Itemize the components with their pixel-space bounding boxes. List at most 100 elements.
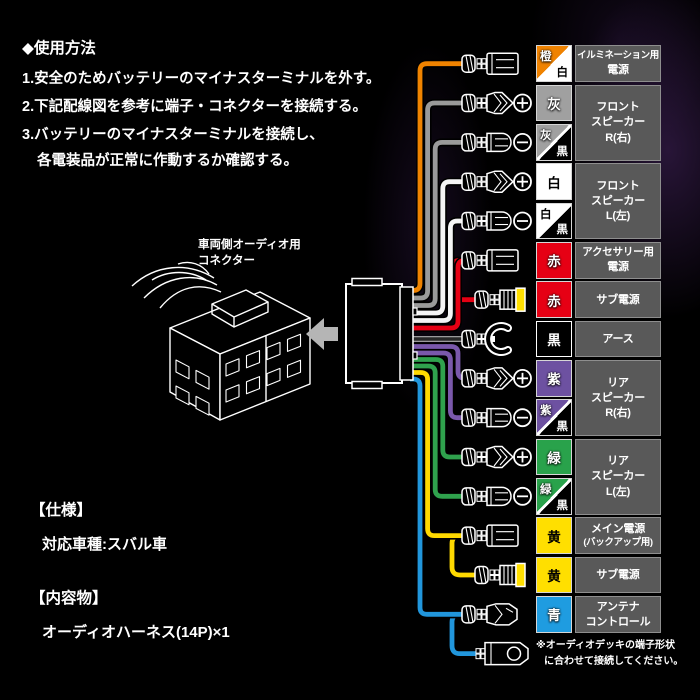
- wire: [410, 355, 466, 461]
- function-label-line: R(右): [605, 407, 631, 420]
- function-label: アンテナコントロール: [575, 596, 661, 633]
- polarity-minus-icon: [513, 211, 532, 231]
- wire-color-label: 紫: [540, 405, 552, 418]
- function-label: フロントスピーカー L(左): [575, 163, 661, 240]
- vehicle-connector-label-line2: コネクター: [198, 255, 256, 268]
- function-label-line: フロント: [596, 179, 640, 192]
- wire-color-label: 黒: [547, 332, 561, 348]
- usage-step-2: 2.下記配線図を参考に端子・コネクターを接続する。: [22, 99, 368, 115]
- connection-note: ※オーディオデッキの端子形状 に合わせて接続してください。: [536, 638, 683, 669]
- function-label-line: メイン電源: [591, 522, 645, 535]
- wire: [410, 59, 466, 295]
- function-label: サブ電源: [575, 281, 661, 318]
- function-label-line: アース: [602, 332, 634, 345]
- function-label-line: サブ電源: [596, 293, 640, 306]
- function-label-line: アクセサリー用: [582, 245, 654, 258]
- wire-blue: [410, 375, 466, 619]
- polarity-plus-icon: [513, 93, 532, 113]
- connection-note-line2: に合わせて接続してください。: [544, 655, 684, 667]
- wire-color-swatch: 黄: [536, 556, 572, 594]
- usage-step-3: 3.バッテリーのマイナスターミナルを接続し、: [22, 127, 324, 143]
- usage-step-1: 1.安全のためバッテリーのマイナスターミナルを外す。: [22, 71, 381, 87]
- direction-arrow: [306, 318, 338, 350]
- wire-color-label: 灰: [547, 96, 561, 112]
- wire-color-swatch: 赤: [536, 281, 572, 318]
- wire-color-swatch: 緑黒: [536, 478, 572, 515]
- harness-wires: [410, 59, 479, 658]
- wire-color-label: 青: [547, 608, 561, 624]
- wire-color-label: 赤: [547, 254, 561, 270]
- function-label: メイン電源(バックアップ用): [575, 517, 661, 554]
- wire-color-label: 黒: [556, 224, 569, 237]
- wire-color-label: 黒: [556, 145, 569, 158]
- terminal-spade: [461, 524, 519, 547]
- terminal-spade: [461, 249, 519, 272]
- wire: [410, 217, 466, 325]
- spec-heading: 【仕様】: [30, 502, 93, 519]
- function-label: イルミネーション用電源: [575, 45, 661, 82]
- connection-note-line1: ※オーディオデッキの端子形状: [536, 640, 676, 651]
- wire-yellow: [410, 368, 466, 540]
- function-label-line: L(左): [605, 485, 631, 498]
- polarity-minus-icon: [513, 408, 532, 428]
- wire: [410, 362, 466, 501]
- polarity-plus-icon: [513, 368, 532, 388]
- terminal-bullet-m: [461, 170, 515, 193]
- wire-color-label: 黒: [556, 420, 569, 433]
- wire-color-swatch: 青: [536, 596, 572, 633]
- wire-color-label: 白: [540, 208, 552, 221]
- function-label: アース: [575, 320, 661, 358]
- usage-title: ◆使用方法: [22, 40, 96, 57]
- wire-color-swatch: 白黒: [536, 202, 572, 240]
- function-label-line: L(左): [605, 210, 631, 223]
- wire-color-label: 赤: [547, 293, 561, 309]
- wire-color-label: 白: [556, 66, 569, 79]
- terminal-bullet-f: [461, 132, 512, 153]
- function-label-line: リア: [607, 376, 629, 389]
- usage-step-3-cont: 各電装品が正常に作動するか確認する。: [37, 153, 298, 169]
- vehicle-connector-label: 車両側オーディオ用 コネクター: [198, 237, 301, 269]
- wire: [410, 177, 466, 317]
- function-label-line: コントロール: [585, 615, 651, 628]
- terminal-bullet-m: [461, 367, 515, 390]
- function-label: リアスピーカー L(左): [575, 438, 661, 515]
- vehicle-connector-label-line1: 車両側オーディオ用: [198, 239, 301, 251]
- terminal-spade: [461, 52, 519, 75]
- terminal-bullet-f: [461, 407, 512, 428]
- polarity-plus-icon: [513, 172, 532, 192]
- function-label: サブ電源: [575, 556, 661, 594]
- connector-pin-sockets: [175, 333, 302, 416]
- function-label-line: スピーカー: [591, 195, 645, 208]
- wire-color-swatch: 橙白: [536, 45, 572, 82]
- wire-color-swatch: 紫黒: [536, 399, 572, 436]
- terminal-bullet-f: [461, 211, 512, 231]
- function-label-line: スピーカー: [591, 470, 645, 483]
- terminal-spade-m: [461, 603, 518, 626]
- function-label-line: フロント: [596, 101, 640, 114]
- contents-section: 【内容物】 オーディオハーネス(14P)×1: [30, 586, 230, 642]
- polarity-minus-icon: [513, 132, 532, 152]
- function-label-line: スピーカー: [591, 391, 645, 404]
- harness-terminals: [461, 52, 529, 666]
- function-label-line: スピーカー: [591, 116, 645, 129]
- wire-color-label: 緑: [547, 450, 561, 466]
- wire-color-swatch: 紫: [536, 360, 572, 397]
- wire-color-label: 紫: [547, 372, 561, 388]
- spec-body: 対応車種:スバル車: [42, 536, 167, 553]
- wire: [410, 99, 466, 302]
- function-label-line: 電源: [607, 64, 629, 77]
- terminal-bullet-m: [461, 445, 515, 469]
- polarity-minus-icon: [513, 486, 532, 506]
- wire-color-label: 緑: [540, 484, 552, 496]
- wire-color-swatch: 灰: [536, 84, 572, 122]
- function-label-line: リア: [607, 455, 629, 468]
- function-label: リアスピーカー R(右): [575, 360, 661, 436]
- terminal-bullet-f: [461, 486, 512, 507]
- polarity-symbols: [513, 93, 532, 506]
- wire-color-swatch: 緑: [536, 438, 572, 476]
- wire-color-label: 黒: [556, 499, 569, 512]
- terminal-bullet-m: [461, 91, 515, 115]
- terminal-cap: [474, 562, 526, 588]
